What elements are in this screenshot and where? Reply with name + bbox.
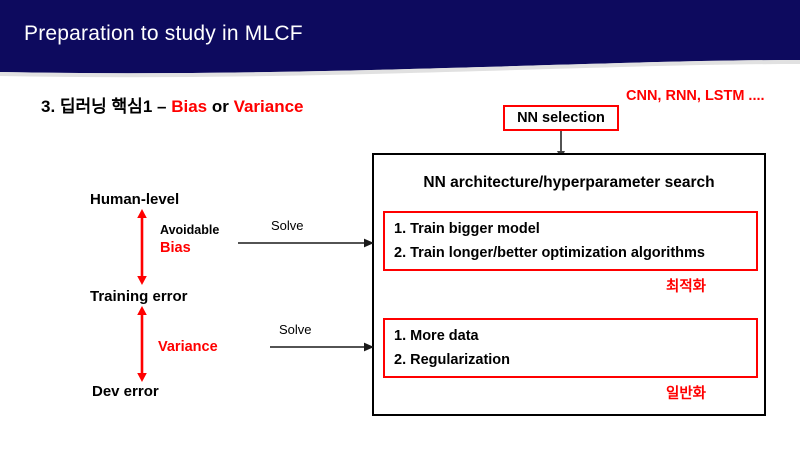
section-subtitle: 3. 딥러닝 핵심1 – Bias or Variance <box>41 92 304 117</box>
nn-search-panel: NN architecture/hyperparameter search 1.… <box>372 153 766 416</box>
optimization-korean-label: 최적화 <box>666 279 707 295</box>
level-label-human: Human-level <box>90 191 180 208</box>
level-label-dev-error: Dev error <box>92 383 159 400</box>
nn-search-panel-title: NN architecture/hyperparameter search <box>423 174 715 191</box>
optimization-remedies-box: 1. Train bigger model 2. Train longer/be… <box>383 211 758 271</box>
bias-gap-double-arrow-icon <box>137 209 147 285</box>
optimization-item-2: 2. Train longer/better optimization algo… <box>394 245 705 261</box>
avoidable-qualifier-label: Avoidable <box>160 223 220 237</box>
variance-gap-double-arrow-icon <box>137 306 147 382</box>
solve-variance-label: Solve <box>279 322 312 337</box>
nn-selection-box[interactable]: NN selection <box>503 105 619 131</box>
subtitle-conjunction: or <box>207 97 234 116</box>
solve-variance-connector: Solve <box>270 322 374 354</box>
regularization-item-1: 1. More data <box>394 328 479 344</box>
right-arrow-icon <box>238 238 374 248</box>
nn-selection-label: NN selection <box>517 110 605 126</box>
regularization-korean-label: 일반화 <box>666 386 707 402</box>
variance-gap-label: Variance <box>158 339 218 355</box>
level-label-training-error: Training error <box>90 288 188 305</box>
subtitle-term-variance: Variance <box>233 97 304 116</box>
right-arrow-icon <box>270 342 374 352</box>
subtitle-prefix: 3. 딥러닝 핵심1 – <box>41 97 172 116</box>
page-title: Preparation to study in MLCF <box>24 22 303 45</box>
solve-bias-connector: Solve <box>238 218 374 250</box>
nn-types-note: CNN, RNN, LSTM .... <box>626 88 765 104</box>
slide-title-banner: Preparation to study in MLCF <box>0 0 800 78</box>
regularization-item-2: 2. Regularization <box>394 352 511 368</box>
solve-bias-label: Solve <box>271 218 304 233</box>
bias-gap-label: Bias <box>160 240 191 256</box>
regularization-remedies-box: 1. More data 2. Regularization <box>383 318 758 378</box>
optimization-item-1: 1. Train bigger model <box>394 221 540 237</box>
banner-shape <box>0 0 800 78</box>
subtitle-term-bias: Bias <box>171 97 208 116</box>
